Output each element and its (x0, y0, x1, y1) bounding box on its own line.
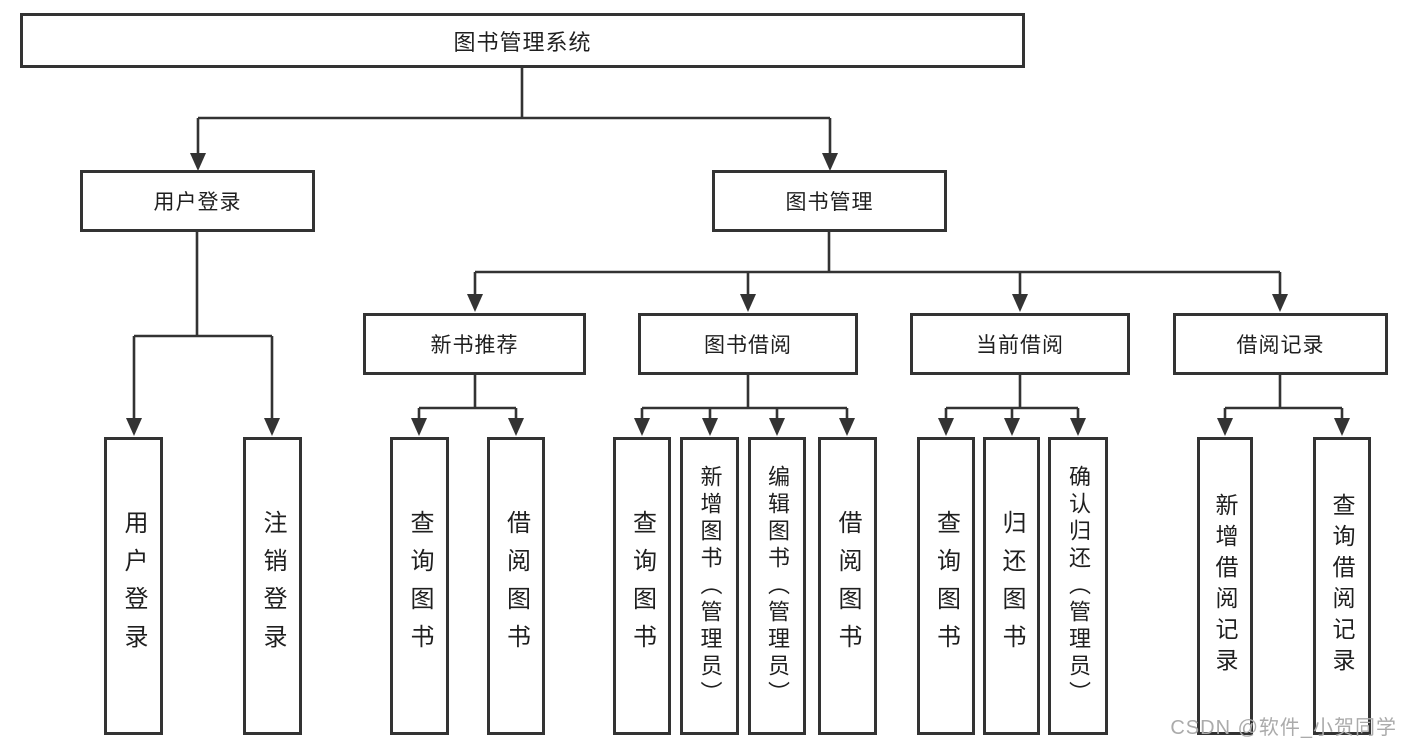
leaf-logout-label: 注销登录 (259, 510, 286, 662)
leaf-user-login-label: 用户登录 (120, 510, 147, 662)
node-user-login-label: 用户登录 (153, 191, 242, 214)
leaf-confirm-return-admin-label: 确认归还（管理员） (1066, 464, 1091, 708)
node-user-login: 用户登录 (80, 170, 315, 232)
node-book-mgmt-label: 图书管理 (785, 191, 874, 214)
node-book-mgmt: 图书管理 (712, 170, 947, 232)
node-new-book-rec: 新书推荐 (363, 313, 586, 375)
leaf-add-borrow-record-label: 新增借阅记录 (1212, 493, 1238, 679)
node-book-borrow: 图书借阅 (638, 313, 858, 375)
leaf-rec-borrow-book-label: 借阅图书 (502, 510, 530, 662)
node-borrow-record: 借阅记录 (1173, 313, 1388, 375)
csdn-watermark: CSDN @软件_小贺同学 (1170, 717, 1397, 739)
leaf-edit-book-admin: 编辑图书（管理员） (748, 437, 806, 735)
connector-book-mgmt-to-level3 (467, 232, 1288, 312)
connector-root-to-level2 (190, 68, 838, 171)
node-root-label: 图书管理系统 (453, 29, 592, 55)
leaf-borrow-borrow-book: 借阅图书 (818, 437, 877, 735)
leaf-query-borrow-record-label: 查询借阅记录 (1329, 493, 1355, 679)
connector-borrow-record-children (1217, 374, 1350, 436)
leaf-logout: 注销登录 (243, 437, 302, 735)
leaf-rec-query-book-label: 查询图书 (406, 510, 433, 662)
leaf-return-book: 归还图书 (983, 437, 1040, 735)
node-borrow-record-label: 借阅记录 (1236, 334, 1325, 357)
node-new-book-rec-label: 新书推荐 (430, 334, 519, 357)
leaf-add-book-admin-label: 新增图书（管理员） (697, 464, 723, 708)
connector-new-book-rec-children (411, 374, 524, 436)
leaf-edit-book-admin-label: 编辑图书（管理员） (765, 464, 790, 708)
leaf-rec-borrow-book: 借阅图书 (487, 437, 545, 735)
leaf-borrow-query-book: 查询图书 (613, 437, 671, 735)
leaf-add-borrow-record: 新增借阅记录 (1197, 437, 1253, 735)
leaf-add-book-admin: 新增图书（管理员） (680, 437, 739, 735)
node-current-borrow-label: 当前借阅 (976, 334, 1064, 357)
leaf-current-query-book-label: 查询图书 (932, 510, 960, 662)
leaf-user-login: 用户登录 (104, 437, 163, 735)
leaf-rec-query-book: 查询图书 (390, 437, 449, 735)
leaf-borrow-query-book-label: 查询图书 (628, 510, 656, 662)
node-root: 图书管理系统 (20, 13, 1025, 68)
connector-current-borrow-children (938, 374, 1086, 436)
connector-user-login-children (126, 232, 280, 436)
leaf-borrow-borrow-book-label: 借阅图书 (834, 510, 861, 662)
leaf-confirm-return-admin: 确认归还（管理员） (1048, 437, 1108, 735)
leaf-return-book-label: 归还图书 (998, 510, 1025, 662)
node-book-borrow-label: 图书借阅 (704, 334, 792, 357)
connector-book-borrow-children (634, 374, 855, 436)
leaf-current-query-book: 查询图书 (917, 437, 975, 735)
leaf-query-borrow-record: 查询借阅记录 (1313, 437, 1371, 735)
node-current-borrow: 当前借阅 (910, 313, 1130, 375)
